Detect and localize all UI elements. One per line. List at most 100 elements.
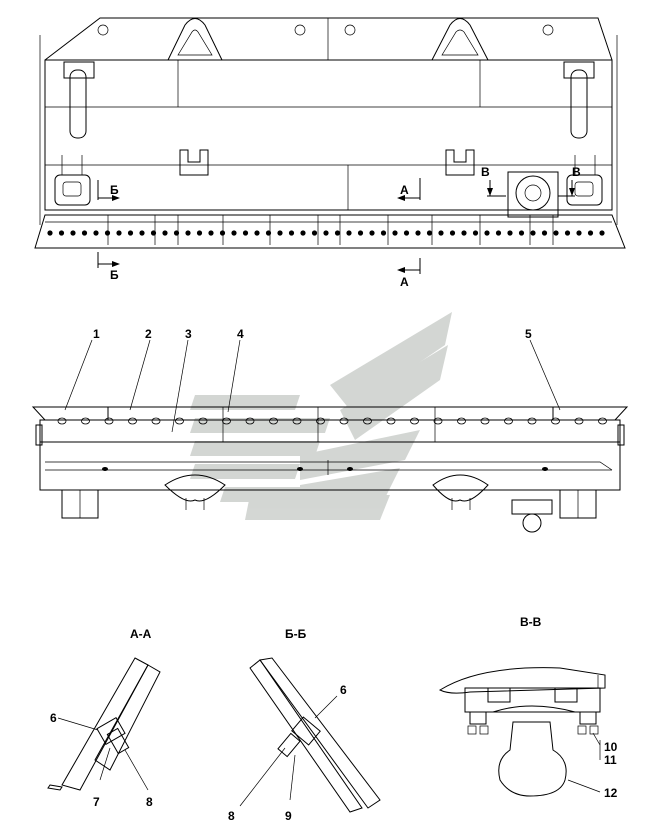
section-bb-callout-9: 9 <box>285 809 292 823</box>
bolt-hole <box>254 230 260 236</box>
section-cut-marks: Б Б А А В В <box>97 165 581 289</box>
bolt-hole <box>564 230 571 236</box>
cut-mark-a-top: А <box>400 183 409 197</box>
front-view-bolt-holes <box>47 230 605 236</box>
section-vv-title: В-В <box>520 615 542 629</box>
bolt-hole <box>47 230 53 236</box>
bolt-hole <box>277 230 283 236</box>
bolt-hole <box>426 230 433 236</box>
bolt-hole <box>484 230 490 236</box>
section-bb-title: Б-Б <box>285 627 307 641</box>
bolt-hole <box>576 230 582 236</box>
bolt-hole <box>530 230 536 236</box>
front-view-segment-lines <box>107 215 554 245</box>
section-bb: Б-Б 6 8 9 <box>228 627 381 823</box>
bolt-hole <box>599 230 605 236</box>
section-aa-callout-8: 8 <box>146 795 153 809</box>
bolt-hole <box>57 417 67 425</box>
bolt-hole <box>480 417 490 425</box>
bolt-hole <box>410 417 419 425</box>
callout-1: 1 <box>93 327 100 341</box>
bolt-hole <box>507 230 513 236</box>
bolt-hole <box>551 417 560 425</box>
section-aa-title: А-А <box>130 627 152 641</box>
bolt-hole <box>347 467 353 471</box>
bolt-hole <box>219 230 226 236</box>
bolt-hole <box>357 230 364 236</box>
bolt-hole <box>574 417 584 425</box>
bolt-hole <box>457 417 466 425</box>
bolt-hole <box>222 417 231 425</box>
bolt-hole <box>386 417 396 425</box>
bolt-hole <box>316 417 325 425</box>
section-aa-callout-6: 6 <box>50 711 57 725</box>
bolt-hole <box>363 417 372 425</box>
bolt-hole <box>242 230 249 236</box>
section-bb-callout-8: 8 <box>228 809 235 823</box>
section-aa: А-А 6 7 8 <box>47 627 161 809</box>
bolt-hole <box>323 230 329 236</box>
bolt-hole <box>139 230 145 236</box>
section-vv-callout-12: 12 <box>604 786 618 800</box>
bolt-hole <box>104 417 114 425</box>
section-bb-callout-6: 6 <box>340 683 347 697</box>
bolt-hole <box>472 230 479 236</box>
cut-mark-v-left: В <box>481 165 490 179</box>
bolt-hole <box>288 230 295 236</box>
bolt-hole <box>128 417 137 425</box>
callout-2: 2 <box>145 327 152 341</box>
section-vv-callout-10: 10 <box>604 740 618 754</box>
cut-mark-b-bottom: Б <box>110 268 119 282</box>
bolt-hole <box>102 467 108 471</box>
bolt-hole <box>461 230 467 236</box>
bolt-hole <box>81 417 90 425</box>
bolt-hole <box>504 417 513 425</box>
bolt-hole <box>392 230 398 236</box>
bolt-hole <box>415 230 421 236</box>
watermark-logo <box>190 312 452 520</box>
bolt-hole <box>311 230 318 236</box>
section-vv: В-В 10 11 12 <box>438 615 618 800</box>
top-view-callouts: 1 2 3 4 5 <box>64 327 561 433</box>
bolt-hole <box>542 467 548 471</box>
callout-5: 5 <box>525 327 532 341</box>
cut-mark-a-bottom: А <box>400 275 409 289</box>
bolt-hole <box>198 417 208 425</box>
bolt-hole <box>162 230 168 236</box>
cut-mark-v-right: В <box>572 165 581 179</box>
bolt-hole <box>208 230 214 236</box>
bolt-hole <box>151 417 161 425</box>
bolt-hole <box>449 230 456 236</box>
bolt-hole <box>93 230 99 236</box>
bolt-hole <box>334 230 341 236</box>
bolt-hole <box>231 230 237 236</box>
bolt-hole <box>297 467 303 471</box>
top-view-bolt-holes <box>57 417 607 471</box>
bolt-hole <box>369 230 375 236</box>
bolt-hole <box>518 230 525 236</box>
bolt-hole <box>527 417 537 425</box>
bolt-hole <box>269 417 278 425</box>
bolt-hole <box>185 230 191 236</box>
bolt-hole <box>598 417 607 425</box>
bolt-hole <box>104 230 111 236</box>
bolt-hole <box>292 417 302 425</box>
bolt-hole <box>339 417 349 425</box>
bolt-hole <box>438 230 444 236</box>
cut-mark-b-top: Б <box>110 183 119 197</box>
section-aa-callout-7: 7 <box>93 795 100 809</box>
bolt-hole <box>587 230 594 236</box>
bolt-hole <box>541 230 548 236</box>
bolt-hole <box>346 230 352 236</box>
bolt-hole <box>196 230 203 236</box>
bolt-hole <box>81 230 88 236</box>
bolt-hole <box>380 230 387 236</box>
callout-4: 4 <box>237 327 244 341</box>
bolt-hole <box>553 230 559 236</box>
front-view <box>34 17 626 249</box>
bolt-hole <box>495 230 502 236</box>
bolt-hole <box>175 417 184 425</box>
bolt-hole <box>58 230 65 236</box>
callout-3: 3 <box>185 327 192 341</box>
